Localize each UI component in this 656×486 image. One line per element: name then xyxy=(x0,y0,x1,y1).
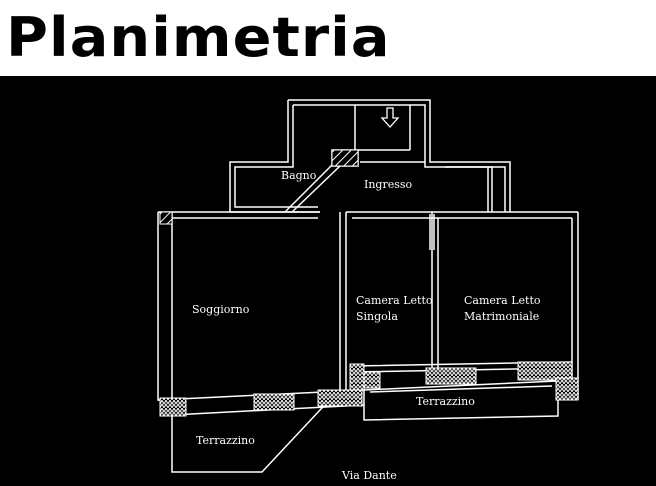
entrance-block-inner xyxy=(293,104,506,212)
room-label-soggiorno: Soggiorno xyxy=(192,303,250,316)
room-label-terrazzino-right: Terrazzino xyxy=(416,395,475,408)
bedrooms-divider xyxy=(431,212,439,372)
wall-hatch xyxy=(159,211,173,225)
bedrooms-right xyxy=(571,212,579,400)
page-title: Planimetria xyxy=(6,6,391,69)
room-label-camera-matrimoniale-line2: Matrimoniale xyxy=(464,310,539,323)
stair-lines xyxy=(354,105,425,163)
bagno-diagonal xyxy=(284,161,341,213)
room-label-terrazzino-left: Terrazzino xyxy=(196,434,255,447)
wall-hatch xyxy=(317,389,363,407)
entrance-left-inner xyxy=(234,105,318,208)
floor-plan: Bagno Ingresso Soggiorno Camera Letto Si… xyxy=(0,76,656,486)
entrance-block-wall xyxy=(288,99,511,212)
wall-hatch xyxy=(425,367,477,385)
wall-hatch xyxy=(331,149,359,167)
soggiorno-right xyxy=(339,212,347,390)
ingresso-partition xyxy=(445,166,493,212)
room-label-camera-singola-line2: Singola xyxy=(356,310,398,323)
wall-hatch xyxy=(253,393,295,411)
terrazzino-left xyxy=(171,403,327,473)
arrow-down-icon xyxy=(380,107,400,128)
bedroom-door xyxy=(429,214,435,250)
room-label-camera-matrimoniale-line1: Camera Letto xyxy=(464,294,541,307)
wall-hatch xyxy=(517,361,573,381)
walls xyxy=(157,99,579,473)
floor-plan-drawing: Bagno Ingresso Soggiorno Camera Letto Si… xyxy=(157,99,579,482)
wall-hatch xyxy=(159,397,187,417)
terrazzino-right-inner xyxy=(369,385,553,393)
wall-hatch xyxy=(349,363,365,391)
wall-hatch xyxy=(363,371,381,389)
room-label-bagno: Bagno xyxy=(281,169,317,182)
room-label-camera-singola-line1: Camera Letto xyxy=(356,294,433,307)
bedrooms-top xyxy=(346,211,578,219)
hatched-walls xyxy=(159,149,579,417)
room-label-ingresso: Ingresso xyxy=(364,178,413,191)
wall-hatch xyxy=(555,377,579,401)
street-label: Via Dante xyxy=(341,469,397,482)
entrance-left-wall xyxy=(229,100,320,213)
header: Planimetria xyxy=(0,0,656,76)
